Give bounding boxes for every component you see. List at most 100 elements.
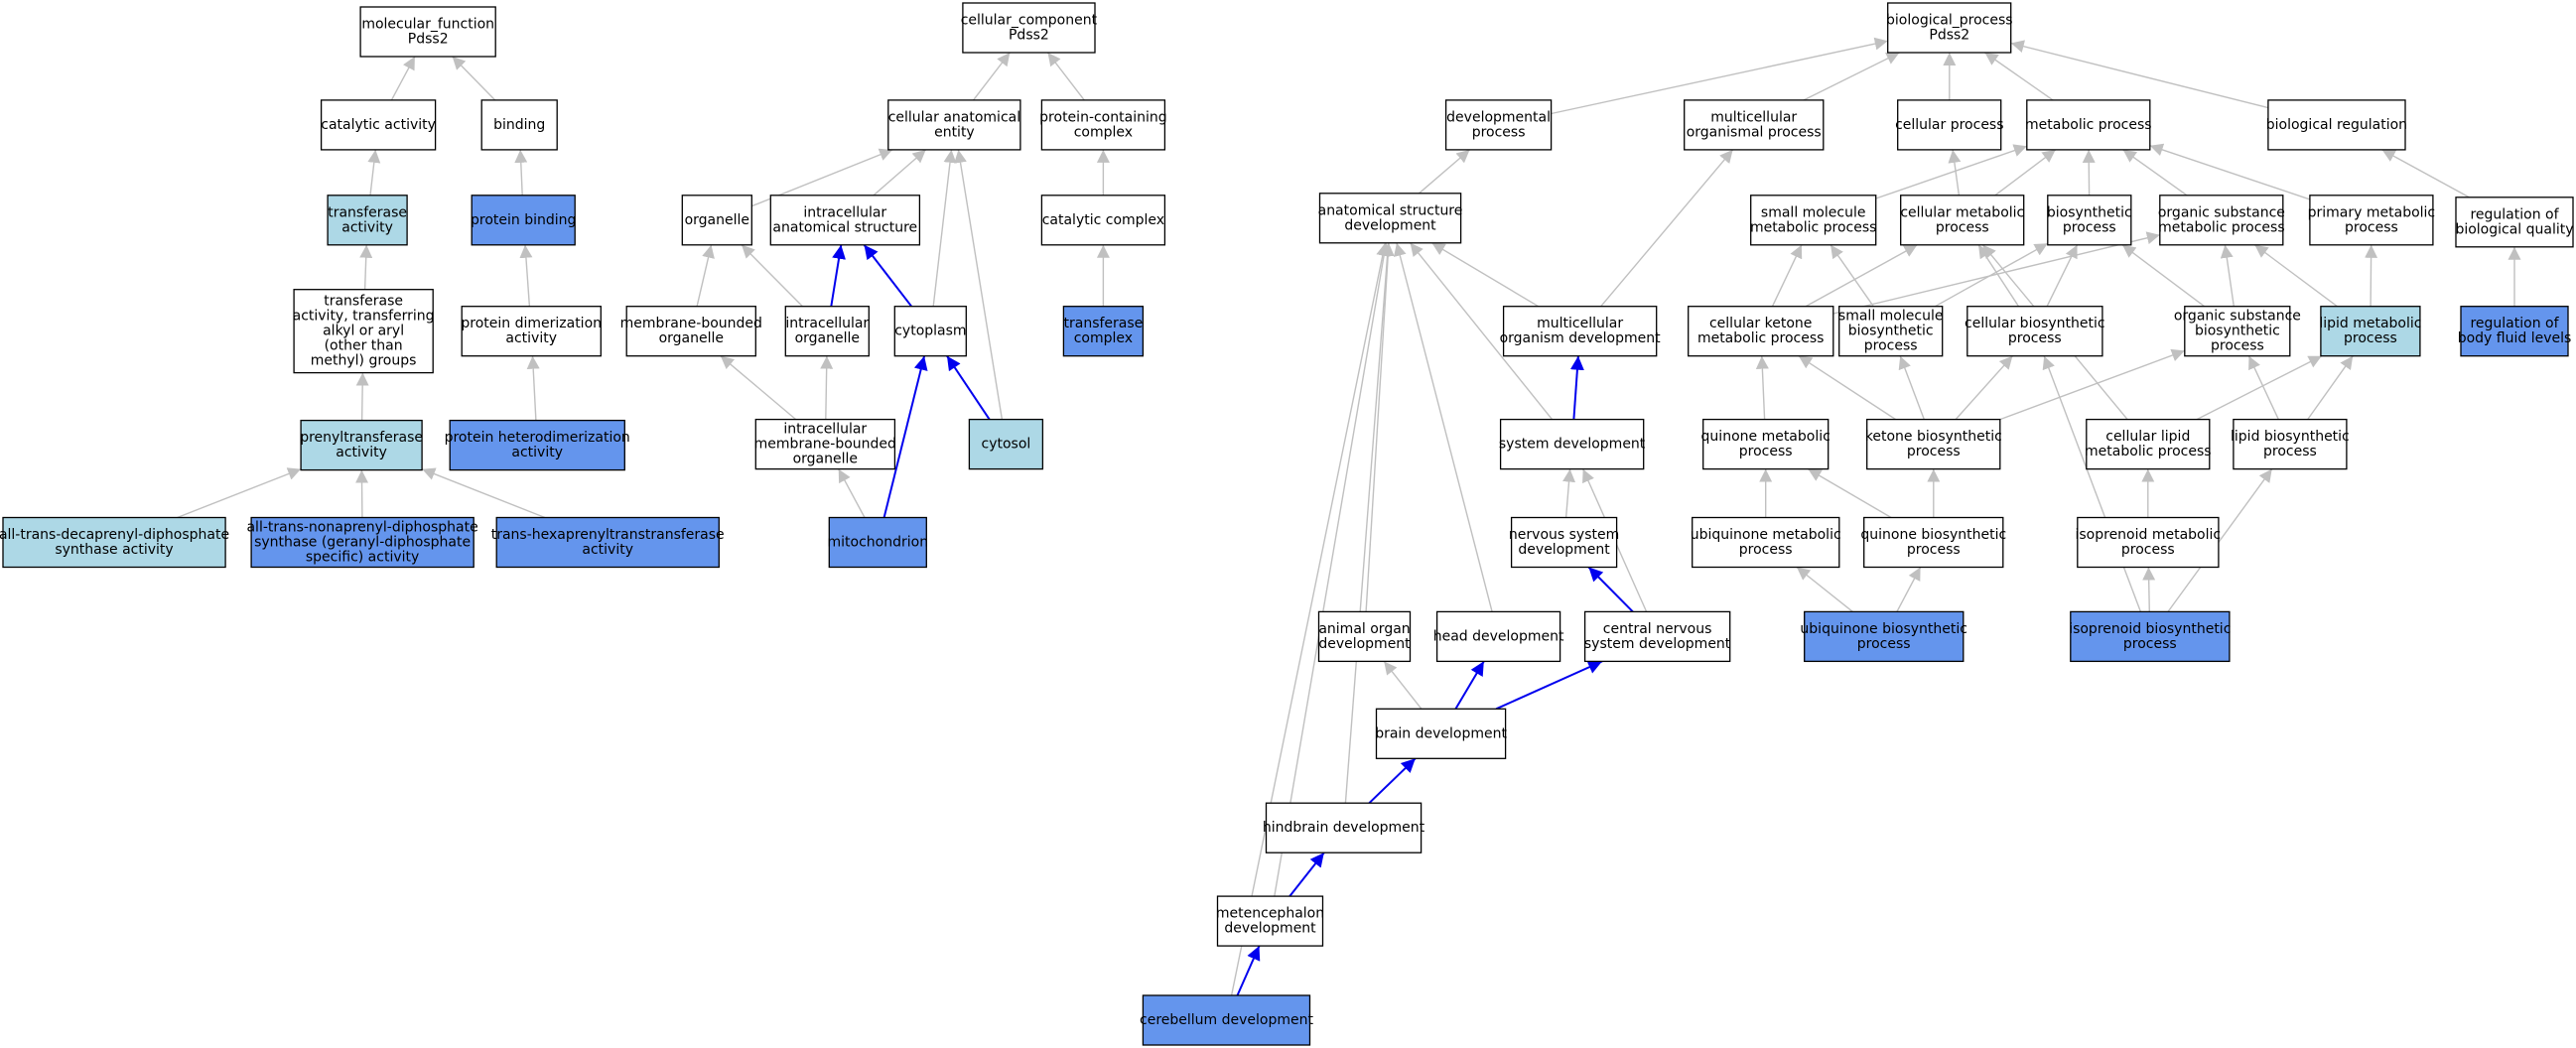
node-box[interactable] [1692,516,1840,569]
node-box[interactable] [968,418,1044,470]
node-system-dev[interactable]: system development [1499,418,1646,470]
node-box[interactable] [2026,99,2151,151]
node-box[interactable] [2309,195,2434,246]
node-box[interactable] [1510,516,1618,569]
node-box[interactable] [449,419,625,471]
node-box[interactable] [1684,99,1825,151]
node-box[interactable] [1838,306,1944,357]
node-catalytic[interactable]: catalytic activity [320,99,437,151]
node-organelle[interactable]: organelle [681,195,752,246]
node-box[interactable] [359,6,496,58]
node-box[interactable] [1142,994,1311,1046]
node-box[interactable] [1966,306,2103,357]
node-box[interactable] [471,195,576,246]
node-box[interactable] [1318,193,1462,244]
node-box[interactable] [887,99,1021,151]
node-box[interactable] [1804,610,1965,663]
node-box[interactable] [1040,195,1166,246]
node-decaprenyl[interactable]: all-trans-decaprenyl-diphosphatesynthase… [0,516,229,569]
node-box[interactable] [1265,802,1423,853]
node-brain-dev[interactable]: brain development [1375,708,1508,759]
node-binding[interactable]: binding [480,99,558,151]
node-cytoplasm[interactable]: cytoplasm [893,306,967,357]
node-box[interactable] [1866,418,2001,470]
node-box[interactable] [1062,306,1145,357]
node-cerebellum-dev[interactable]: cerebellum development [1140,994,1313,1046]
node-box[interactable] [1750,195,1877,246]
node-hindbrain-dev[interactable]: hindbrain development [1263,802,1425,853]
node-box[interactable] [1444,99,1553,151]
node-box[interactable] [320,99,437,151]
node-mitochondrion[interactable]: mitochondrion [828,516,929,569]
node-box[interactable] [2,516,226,569]
node-box[interactable] [300,419,423,471]
node-box[interactable] [625,306,756,357]
node-protein-binding[interactable]: protein binding [471,195,576,246]
node-catalytic-complex[interactable]: catalytic complex [1040,195,1166,246]
node-box[interactable] [2233,418,2348,470]
node-box[interactable] [1499,418,1645,470]
node-cytosol[interactable]: cytosol [968,418,1044,470]
node-box[interactable] [784,306,870,357]
node-box[interactable] [681,195,752,246]
node-box[interactable] [293,289,434,374]
node-nonaprenyl[interactable]: all-trans-nonaprenyl-diphosphatesynthase… [246,516,478,569]
node-box[interactable] [754,418,896,470]
node-box[interactable] [2455,196,2574,248]
node-metabolic-process[interactable]: metabolic process [2025,99,2152,151]
node-box[interactable] [2159,195,2284,246]
node-box[interactable] [1688,306,1834,357]
node-box[interactable] [250,516,475,569]
node-box[interactable] [1702,418,1830,470]
node-box[interactable] [2460,306,2569,357]
node-box[interactable] [1583,610,1731,663]
node-box[interactable] [962,2,1096,54]
node-box[interactable] [2070,610,2231,663]
node-box[interactable] [1375,708,1507,759]
node-box[interactable] [1040,99,1166,151]
node-box[interactable] [1863,516,2004,569]
node-box[interactable] [1897,99,2002,151]
node-box[interactable] [893,306,967,357]
node-box[interactable] [2077,516,2220,569]
node-box[interactable] [1900,195,2025,246]
node-box[interactable] [2047,195,2132,246]
node-box[interactable] [495,516,720,569]
node-box[interactable] [2320,306,2421,357]
